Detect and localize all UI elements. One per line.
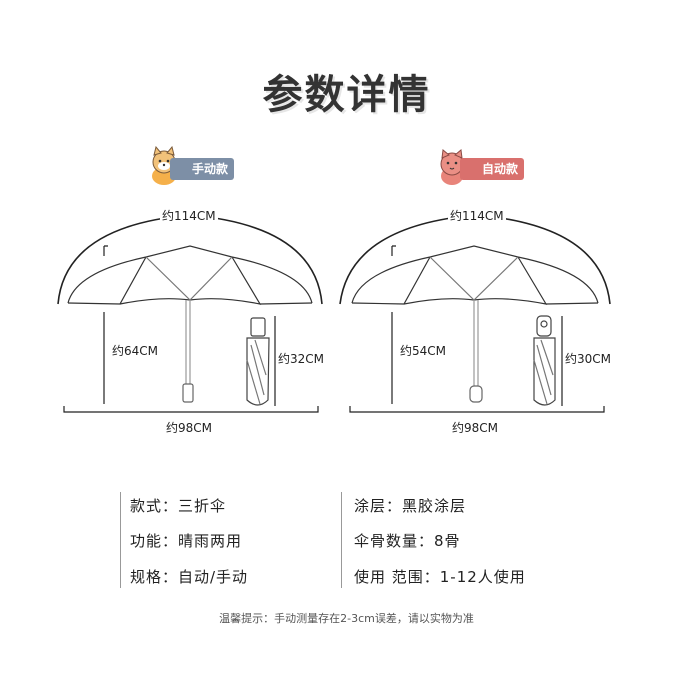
auto-umbrella-diagram	[339, 214, 611, 413]
shiba-dog-icon	[152, 146, 176, 185]
auto-folded-label: 约30CM	[565, 352, 612, 366]
spec-center-divider	[341, 492, 342, 588]
manual-height-label: 约64CM	[112, 344, 159, 358]
spec-coating: 涂层：黑胶涂层	[354, 497, 467, 515]
spec-left-divider	[120, 492, 121, 588]
spec-function: 功能：晴雨两用	[130, 532, 243, 550]
auto-width-label: 约98CM	[452, 421, 499, 435]
spec-style: 款式：三折伞	[130, 497, 227, 515]
manual-width-label: 约98CM	[166, 421, 213, 435]
manual-umbrella-diagram	[57, 214, 323, 413]
spec-ribs: 伞骨数量：8骨	[354, 532, 461, 550]
auto-height-label: 约54CM	[400, 344, 447, 358]
manual-span-label: 约114CM	[160, 207, 218, 224]
manual-folded-label: 约32CM	[278, 352, 325, 366]
measurement-note: 温馨提示：手动测量存在2-3cm误差，请以实物为准	[219, 612, 474, 625]
auto-model-badge: 自动款	[460, 158, 525, 180]
spec-size: 规格：自动/手动	[130, 568, 249, 586]
auto-span-label: 约114CM	[448, 207, 506, 224]
spec-usage: 使用 范围：1-12人使用	[354, 568, 526, 586]
page-title: 参数详情	[262, 72, 431, 118]
manual-model-badge: 手动款	[170, 158, 235, 180]
